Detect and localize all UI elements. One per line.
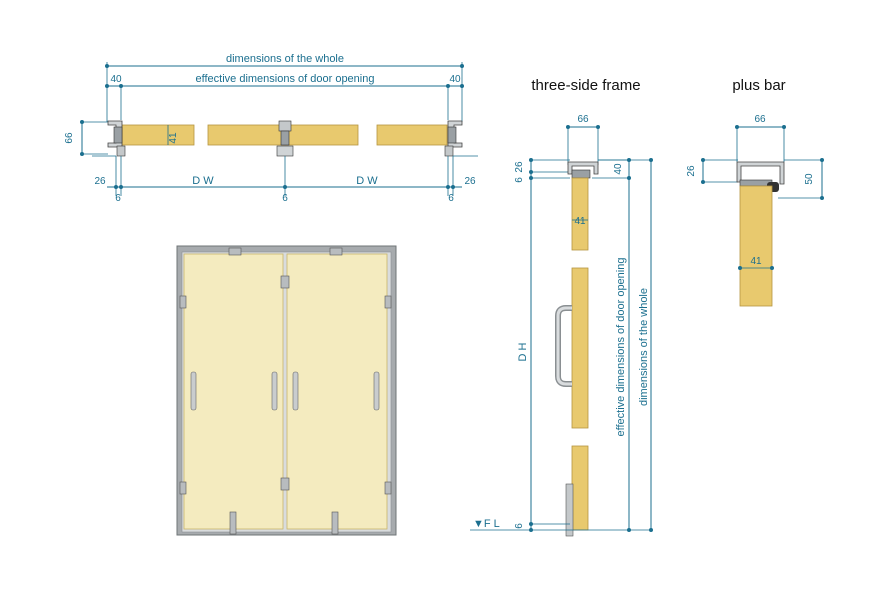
height-66-label: 66 bbox=[64, 132, 75, 144]
handle-icon bbox=[292, 371, 299, 411]
gap-center-label: 6 bbox=[282, 193, 288, 204]
plan-right-frame bbox=[444, 120, 463, 157]
floor-level-label: ▼F L bbox=[473, 518, 500, 530]
gap-left-label: 6 bbox=[115, 193, 121, 204]
whole-dimension-label: dimensions of the whole bbox=[226, 53, 344, 65]
plan-panel-right bbox=[376, 124, 448, 146]
plusbar-profile bbox=[736, 161, 785, 185]
effective-dimension-label: effective dimensions of door opening bbox=[196, 73, 375, 85]
left-40-label: 40 bbox=[110, 74, 122, 85]
gap-right-label: 6 bbox=[448, 193, 454, 204]
section-leaf-bottom bbox=[571, 445, 589, 531]
section-top-26-label: 26 bbox=[514, 161, 525, 173]
plusbar-thickness-label: 41 bbox=[750, 256, 762, 267]
three-side-frame-title: three-side frame bbox=[531, 77, 640, 94]
plan-center-hinge bbox=[276, 120, 294, 157]
dw-left-label: D W bbox=[192, 175, 214, 187]
elevation-door-right bbox=[286, 253, 388, 530]
section-top-6-label: 6 bbox=[514, 177, 525, 183]
plusbar-left-26-label: 26 bbox=[686, 165, 697, 177]
section-bottom-6-label: 6 bbox=[514, 523, 525, 529]
plan-view: dimensions of the whole effective dimens… bbox=[64, 53, 478, 204]
section-leaf-middle bbox=[571, 267, 589, 429]
handle-icon bbox=[190, 371, 197, 411]
section-width-66-label: 66 bbox=[577, 114, 589, 125]
handle-icon bbox=[271, 371, 278, 411]
right-40-label: 40 bbox=[449, 74, 461, 85]
right-26-label: 26 bbox=[464, 176, 476, 187]
section-whole-label: dimensions of the whole bbox=[638, 288, 650, 406]
plan-left-frame bbox=[107, 120, 126, 157]
plus-bar-section: plus bar 66 26 50 41 bbox=[686, 77, 824, 307]
section-leaf-top bbox=[571, 177, 589, 251]
plusbar-leaf bbox=[739, 185, 773, 307]
section-top-frame bbox=[567, 161, 599, 175]
section-dh-label: D H bbox=[517, 342, 529, 361]
plus-bar-title: plus bar bbox=[732, 77, 785, 94]
section-handle-icon bbox=[555, 305, 572, 387]
plan-panel-left-a bbox=[121, 124, 195, 146]
plan-thickness-label: 41 bbox=[168, 132, 179, 144]
elevation-door-left bbox=[183, 253, 284, 530]
three-side-frame-section: three-side frame 66 26 6 41 bbox=[470, 77, 653, 537]
plusbar-width-66-label: 66 bbox=[754, 114, 766, 125]
section-effective-label: effective dimensions of door opening bbox=[615, 258, 627, 437]
plusbar-right-50-label: 50 bbox=[804, 173, 815, 185]
door-elevation bbox=[176, 245, 397, 536]
handle-icon bbox=[373, 371, 380, 411]
section-thickness-label: 41 bbox=[574, 216, 586, 227]
section-top-40-label: 40 bbox=[613, 163, 624, 175]
left-26-label: 26 bbox=[94, 176, 106, 187]
dw-right-label: D W bbox=[356, 175, 378, 187]
